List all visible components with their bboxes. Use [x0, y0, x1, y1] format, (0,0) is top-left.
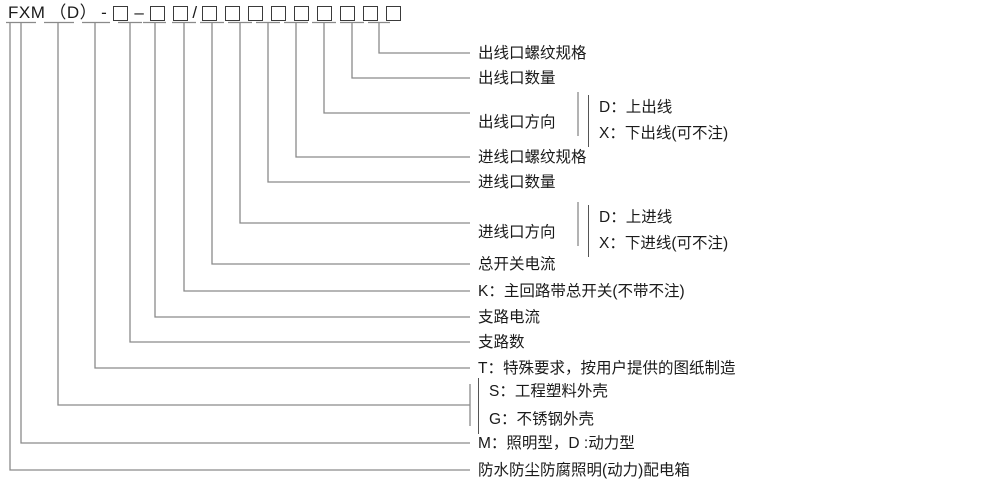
code-dash-1: - — [101, 3, 108, 22]
shell-material-options: S：工程塑料外壳 G：不锈钢外壳 — [478, 378, 608, 434]
label-main-switch-current: 总开关电流 — [478, 256, 556, 273]
code-slash: / — [192, 3, 198, 22]
label-outlet-thread-spec: 出线口螺纹规格 — [478, 45, 587, 62]
inlet-direction-options: D：上进线 X：下进线(可不注) — [588, 205, 728, 257]
inlet-direction-option-down: X：下进线(可不注) — [599, 235, 729, 252]
label-inlet-thread-spec: 进线口螺纹规格 — [478, 149, 587, 166]
label-outlet-quantity: 出线口数量 — [478, 70, 556, 87]
code-box-11 — [362, 5, 378, 21]
label-outlet-direction: 出线口方向 — [478, 114, 556, 131]
label-branch-current: 支路电流 — [478, 309, 541, 326]
code-box-4 — [201, 5, 217, 21]
label-special-requirement: T：特殊要求，按用户提供的图纸制造 — [478, 360, 736, 377]
code-box-6 — [247, 5, 263, 21]
label-branch-count: 支路数 — [478, 334, 525, 351]
label-inlet-direction: 进线口方向 — [478, 224, 556, 241]
code-box-12 — [385, 5, 401, 21]
outlet-direction-option-up: D：上出线 — [599, 99, 673, 116]
code-box-2 — [150, 5, 166, 21]
code-dash-2: – — [134, 3, 145, 22]
shell-option-engineering-plastic: S：工程塑料外壳 — [489, 383, 608, 400]
label-main-circuit-switch: K：主回路带总开关(不带不注) — [478, 283, 685, 300]
inlet-direction-option-up: D：上进线 — [599, 209, 673, 226]
outlet-direction-options: D：上出线 X：下出线(可不注) — [588, 95, 728, 147]
shell-option-stainless-steel: G：不锈钢外壳 — [489, 411, 595, 428]
code-prefix: FXM — [8, 3, 46, 22]
code-box-8 — [293, 5, 309, 21]
code-box-10 — [339, 5, 355, 21]
label-product-name: 防水防尘防腐照明(动力)配电箱 — [478, 462, 690, 479]
code-box-3 — [173, 5, 189, 21]
code-box-9 — [316, 5, 332, 21]
label-inlet-quantity: 进线口数量 — [478, 174, 556, 191]
model-code-string: FXM （D） - – / — [8, 2, 401, 24]
code-box-7 — [270, 5, 286, 21]
outlet-direction-option-down: X：下出线(可不注) — [599, 125, 729, 142]
code-parenthetical: （D） — [49, 3, 98, 22]
label-type-designation: M：照明型，D :动力型 — [478, 435, 635, 452]
code-box-5 — [224, 5, 240, 21]
code-box-1 — [113, 5, 129, 21]
